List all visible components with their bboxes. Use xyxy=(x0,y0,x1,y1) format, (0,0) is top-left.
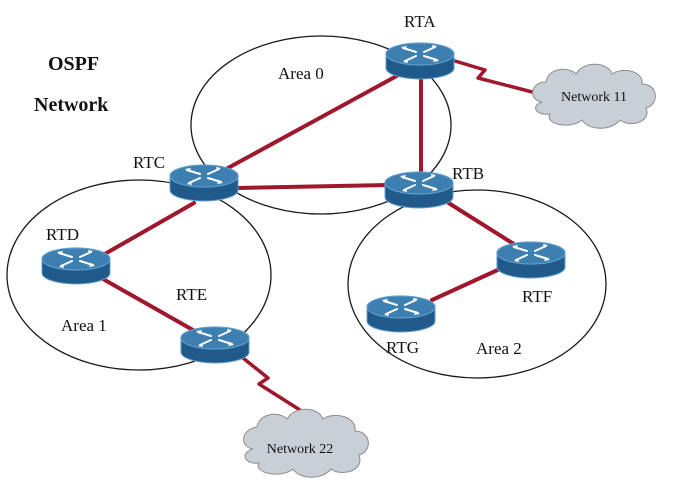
router-icon xyxy=(366,295,436,333)
router-rtc xyxy=(169,164,239,202)
area-2-label: Area 2 xyxy=(476,339,522,358)
area-2-boundary xyxy=(347,189,607,379)
network-11-cloud: Network 11 xyxy=(532,63,656,129)
diagram-title-line-1: OSPF xyxy=(48,53,99,75)
router-rta-label: RTA xyxy=(404,12,436,31)
router-rtc-label: RTC xyxy=(133,153,165,172)
router-icon xyxy=(41,247,111,285)
router-rtb-label: RTB xyxy=(452,164,484,183)
link-rtf-rtg xyxy=(430,266,504,302)
link-rtb-rtf xyxy=(445,200,519,248)
area-0-label: Area 0 xyxy=(278,64,324,83)
link-rtd-rte xyxy=(101,277,202,336)
router-icon xyxy=(180,326,250,364)
link-rta-rtc xyxy=(204,64,417,182)
serial-link-rte-network-22 xyxy=(236,352,302,412)
router-icon xyxy=(169,164,239,202)
router-rte xyxy=(180,326,250,364)
router-rtd xyxy=(41,247,111,285)
network-22-cloud: Network 22 xyxy=(243,408,369,478)
network-22-label: Network 22 xyxy=(267,442,334,457)
router-rte-label: RTE xyxy=(176,285,207,304)
router-icon xyxy=(385,42,455,80)
router-rtf xyxy=(496,241,566,279)
router-rtg-label: RTG xyxy=(386,338,419,357)
network-11-label: Network 11 xyxy=(561,90,627,105)
router-rta xyxy=(385,42,455,80)
cloud-icon xyxy=(532,63,656,129)
area-1-label: Area 1 xyxy=(61,316,107,335)
router-rtd-label: RTD xyxy=(46,225,79,244)
area-0-boundary xyxy=(190,35,452,215)
router-icon xyxy=(384,171,454,209)
link-rtc-rtb xyxy=(236,183,389,190)
router-rtb xyxy=(384,171,454,209)
cloud-icon xyxy=(243,408,369,478)
serial-link-rta-network-11 xyxy=(453,59,542,96)
router-icon xyxy=(496,241,566,279)
link-rtc-rtd xyxy=(101,201,196,257)
diagram-title-line-2: Network xyxy=(34,94,109,116)
area-1-boundary xyxy=(6,179,272,371)
router-rtg xyxy=(366,295,436,333)
router-rtf-label: RTF xyxy=(522,287,552,306)
